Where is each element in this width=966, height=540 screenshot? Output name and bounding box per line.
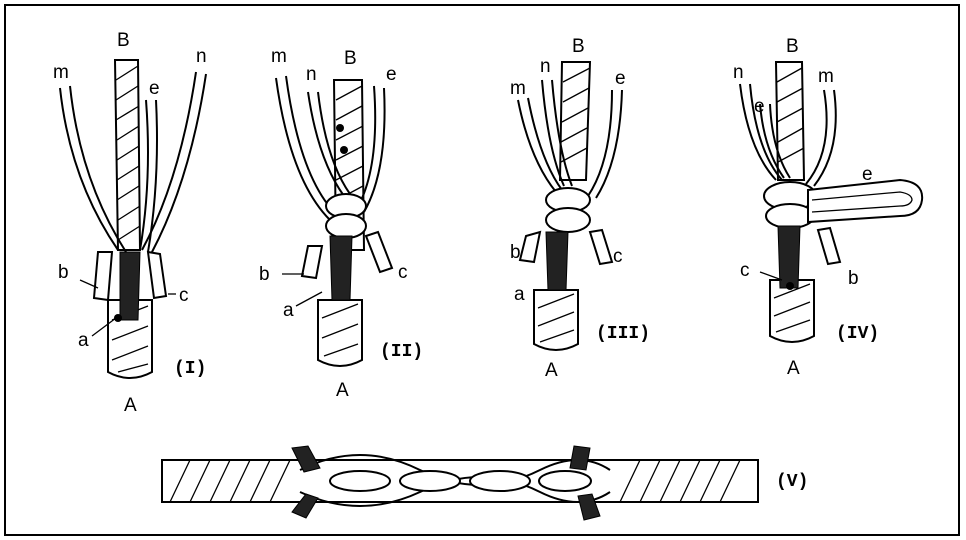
label-B: B xyxy=(117,30,130,51)
figure-4: B n e m e c b A (IV) xyxy=(733,36,922,379)
label-c: c xyxy=(179,285,189,306)
label-m: m xyxy=(510,78,526,99)
label-e: e xyxy=(615,68,626,89)
stage-label: (I) xyxy=(174,359,206,379)
stage-label: (III) xyxy=(596,324,650,344)
label-a: a xyxy=(514,284,525,305)
label-B: B xyxy=(572,36,585,57)
figure-5-splice: (V) xyxy=(162,446,808,520)
figure-3: B m n e b c a A (III) xyxy=(510,36,650,381)
label-e: e xyxy=(386,64,397,85)
label-e-loop: e xyxy=(862,164,873,185)
label-n: n xyxy=(733,62,744,83)
label-A: A xyxy=(336,380,349,401)
stage-label: (II) xyxy=(380,342,423,362)
label-c: c xyxy=(398,262,408,283)
label-b: b xyxy=(58,262,69,283)
label-m: m xyxy=(53,62,69,83)
label-c: c xyxy=(613,246,623,267)
stage-label: (IV) xyxy=(836,324,879,344)
label-A: A xyxy=(124,395,137,416)
label-b: b xyxy=(510,242,521,263)
label-n: n xyxy=(540,56,551,77)
label-b: b xyxy=(848,268,859,289)
label-m: m xyxy=(271,46,287,67)
label-A: A xyxy=(787,358,800,379)
figure-1: B m n e b c a A (I) xyxy=(53,30,207,416)
label-B: B xyxy=(344,48,357,69)
label-n: n xyxy=(196,46,207,67)
label-m: m xyxy=(818,66,834,87)
figure-2: B m n e b c a A (II) xyxy=(259,46,423,401)
label-n: n xyxy=(306,64,317,85)
label-e: e xyxy=(149,78,160,99)
label-a: a xyxy=(78,330,89,351)
label-e: e xyxy=(754,96,765,117)
label-B: B xyxy=(786,36,799,57)
stage-label: (V) xyxy=(776,472,808,492)
label-b: b xyxy=(259,264,270,285)
label-a: a xyxy=(283,300,294,321)
label-c: c xyxy=(740,260,750,281)
label-A: A xyxy=(545,360,558,381)
